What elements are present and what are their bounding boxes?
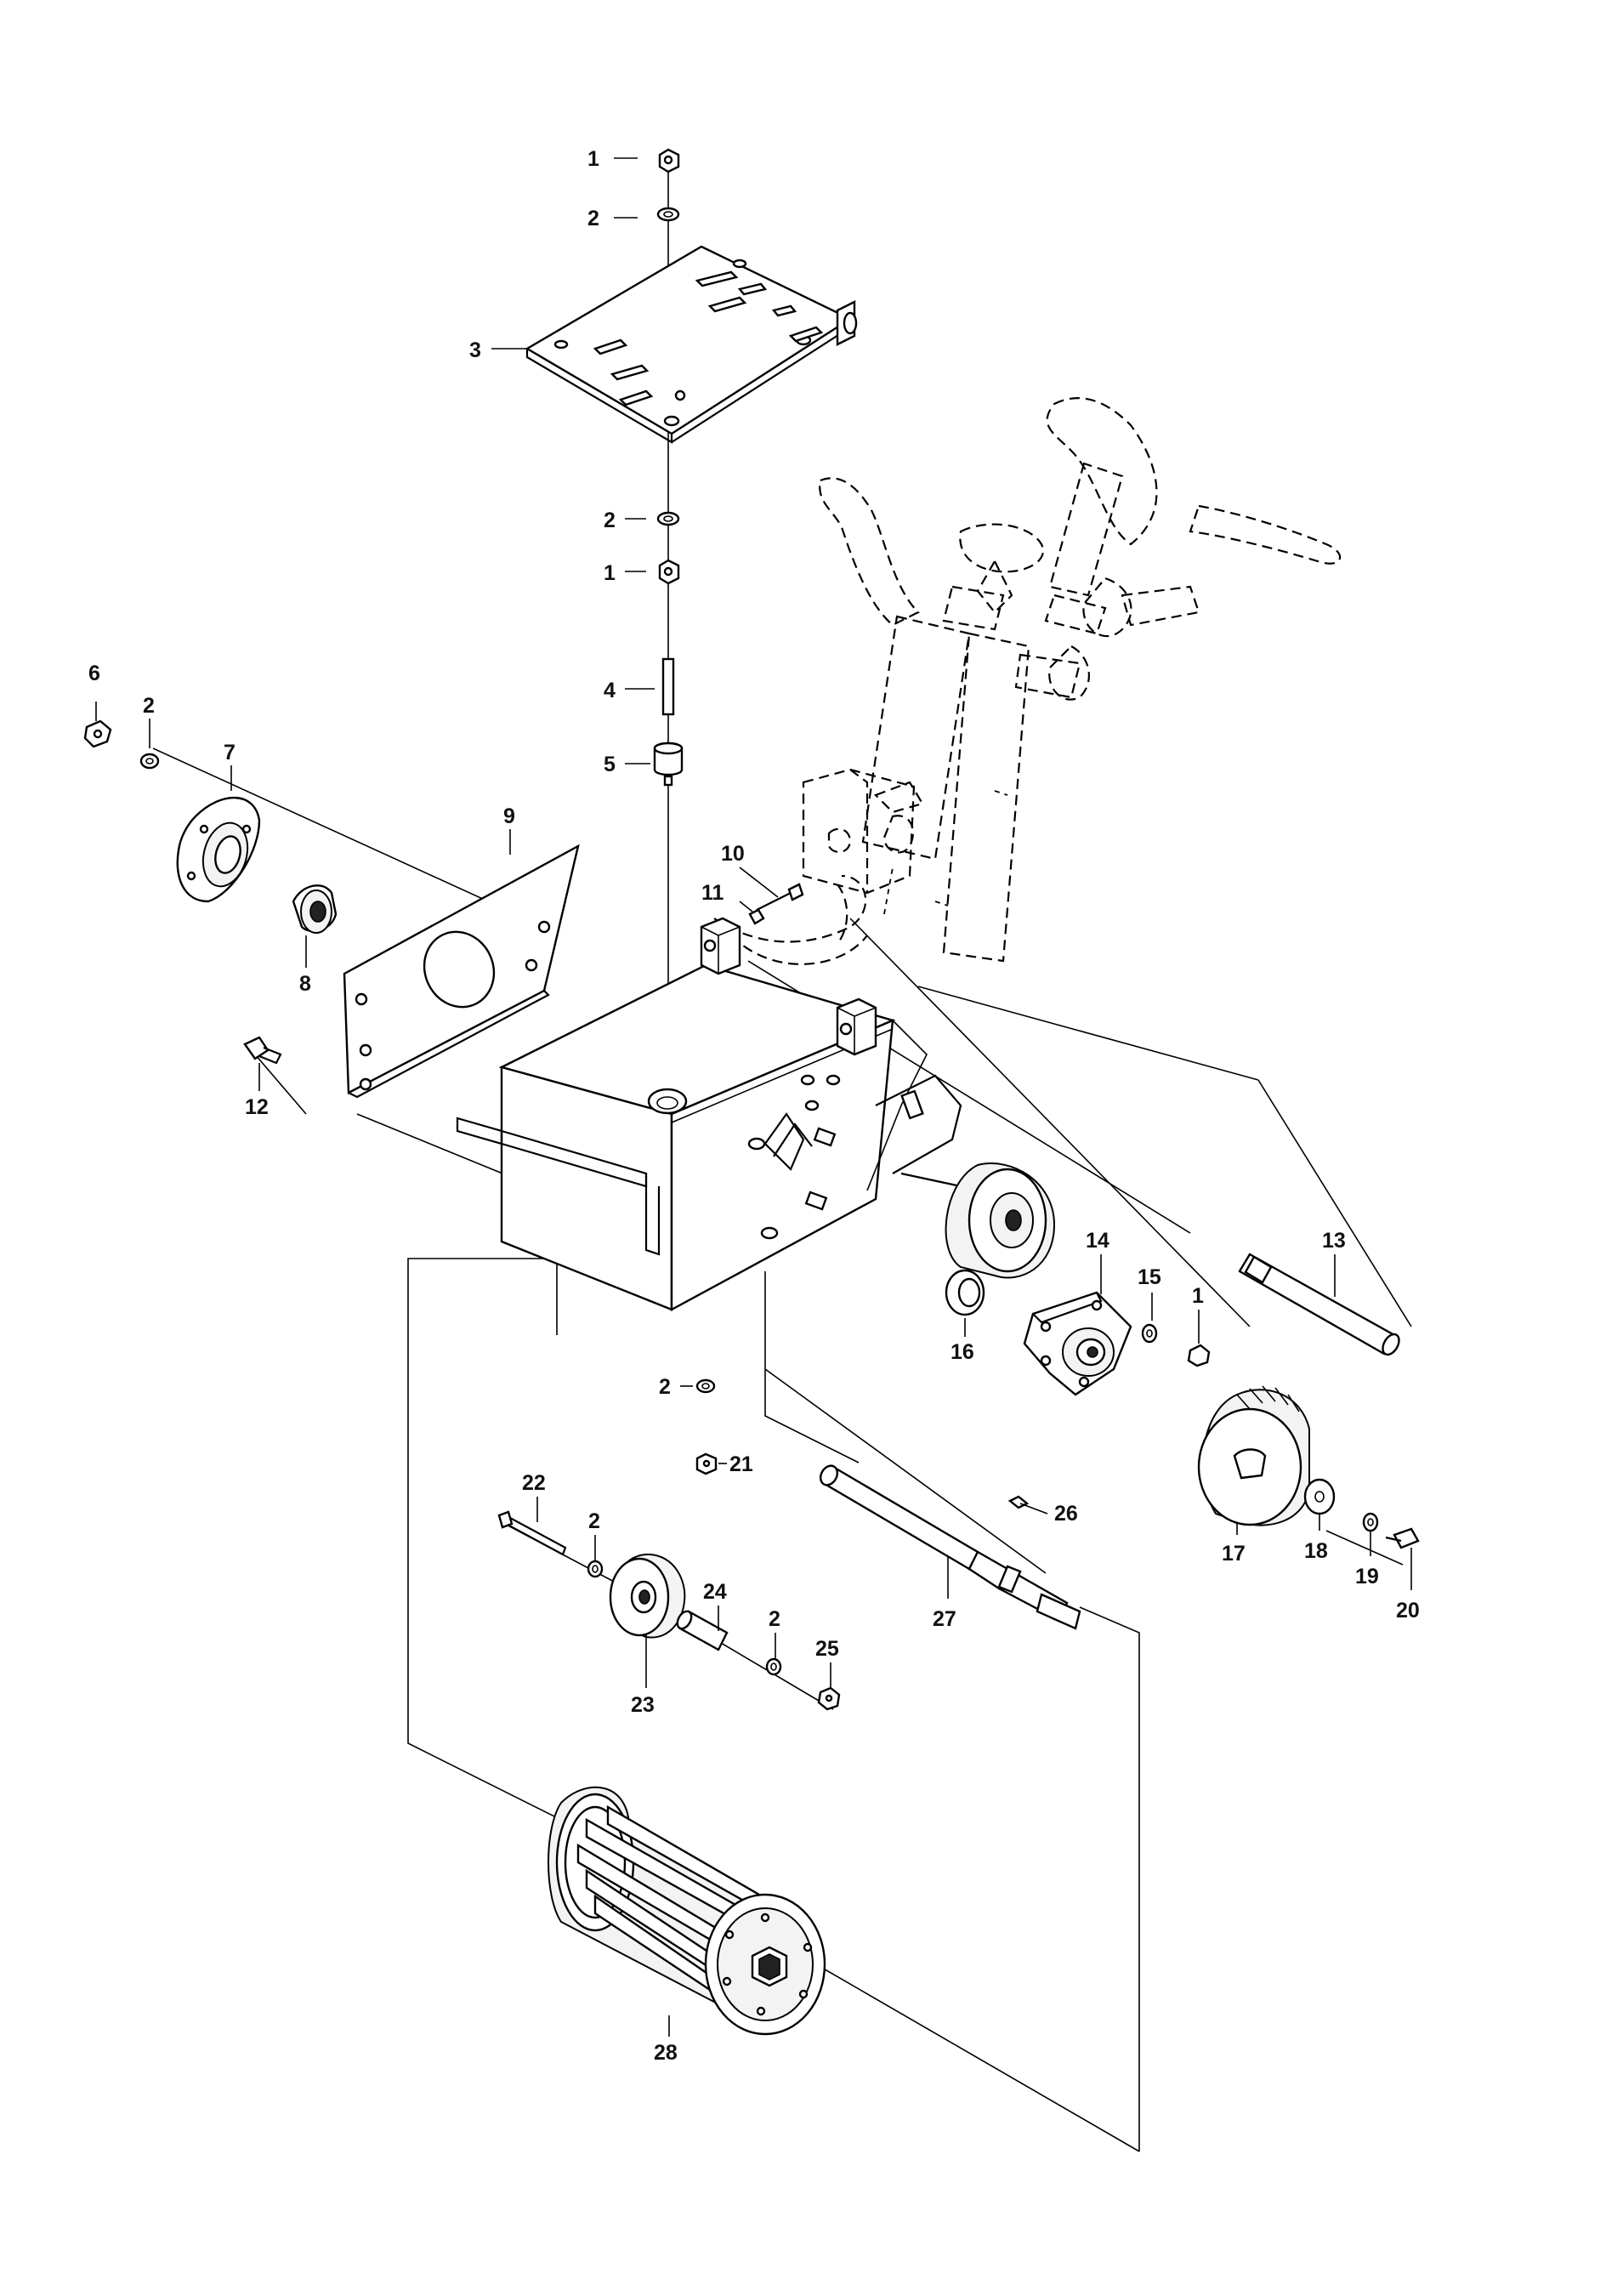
callout-10: 10 xyxy=(721,842,745,866)
part-17-drum xyxy=(1197,1385,1310,1526)
part-2-washer-roller xyxy=(587,1560,604,1578)
mounting-blocks xyxy=(700,917,877,1056)
handle-assembly-outline xyxy=(713,397,1342,965)
callout-2: 2 xyxy=(604,509,616,532)
callout-1: 1 xyxy=(1192,1284,1204,1308)
callout-7: 7 xyxy=(224,741,236,764)
callout-19: 19 xyxy=(1355,1565,1379,1588)
part-25-nut xyxy=(817,1686,841,1711)
callout-21: 21 xyxy=(729,1452,753,1476)
callout-6: 6 xyxy=(88,662,100,685)
part-14-bearing-housing xyxy=(1023,1291,1132,1396)
callout-13: 13 xyxy=(1322,1229,1346,1253)
part-4-stud xyxy=(661,657,675,716)
box-housing xyxy=(456,963,962,1312)
callout-28: 28 xyxy=(654,2041,678,2065)
callout-26: 26 xyxy=(1054,1502,1078,1526)
callout-16: 16 xyxy=(951,1340,974,1364)
part-6-nut xyxy=(83,719,112,748)
part-1-nut-mid xyxy=(658,559,680,585)
callout-2: 2 xyxy=(769,1607,780,1631)
callout-11: 11 xyxy=(701,881,724,905)
callout-14: 14 xyxy=(1086,1229,1109,1253)
callout-17: 17 xyxy=(1222,1542,1246,1566)
part-7-flange xyxy=(176,796,261,903)
part-2-washer-mid xyxy=(656,511,680,526)
part-2-washer-top xyxy=(656,207,680,222)
part-19-washer xyxy=(1362,1512,1379,1532)
callout-leader-lines xyxy=(95,157,1412,2037)
part-20-bolt xyxy=(1385,1527,1420,1549)
part-27-shaft xyxy=(819,1464,1081,1630)
callout-2: 2 xyxy=(587,207,599,230)
part-1-nut-top xyxy=(658,148,680,173)
callout-1: 1 xyxy=(604,561,616,585)
part-24-spacer xyxy=(676,1610,729,1651)
part-10-bolt xyxy=(756,883,804,911)
callout-1: 1 xyxy=(587,147,599,171)
part-12-bolt xyxy=(243,1036,282,1065)
part-1-nut-right xyxy=(1187,1344,1211,1367)
callout-25: 25 xyxy=(815,1637,839,1661)
part-26-key xyxy=(1007,1495,1030,1509)
callout-18: 18 xyxy=(1304,1539,1328,1563)
part-21-nut xyxy=(695,1452,718,1475)
callout-2: 2 xyxy=(588,1509,600,1533)
callout-24: 24 xyxy=(703,1580,727,1604)
callout-2: 2 xyxy=(659,1375,671,1399)
part-11-washer xyxy=(748,908,765,925)
part-28-cage-roller xyxy=(548,1786,826,2036)
callout-2: 2 xyxy=(143,694,155,718)
callout-labels: 1 2 3 2 1 4 5 6 2 7 8 9 10 11 12 13 14 1… xyxy=(88,147,1420,2065)
callout-22: 22 xyxy=(522,1471,546,1495)
callout-4: 4 xyxy=(604,679,616,702)
callout-3: 3 xyxy=(469,338,481,362)
part-2-washer-lower xyxy=(695,1378,716,1394)
callout-8: 8 xyxy=(299,972,311,996)
part-5-mount xyxy=(653,742,684,787)
callout-15: 15 xyxy=(1138,1265,1161,1289)
callout-23: 23 xyxy=(631,1693,655,1717)
callout-27: 27 xyxy=(933,1607,956,1631)
rear-wheel xyxy=(900,1162,1056,1279)
part-3-mount-plate xyxy=(525,245,858,444)
part-15-washer xyxy=(1141,1323,1158,1344)
part-9-side-plate xyxy=(343,844,580,1099)
part-22-bolt xyxy=(497,1510,567,1556)
part-18-washer xyxy=(1303,1478,1336,1515)
callout-20: 20 xyxy=(1396,1599,1420,1623)
part-2-washer-spacer xyxy=(765,1657,782,1676)
part-16-ring xyxy=(945,1269,985,1316)
callout-12: 12 xyxy=(245,1095,269,1119)
part-13-axle xyxy=(1238,1253,1400,1356)
part-23-roller xyxy=(609,1553,686,1639)
callout-9: 9 xyxy=(503,804,515,828)
callout-5: 5 xyxy=(604,753,616,776)
part-8-bearing xyxy=(292,884,338,934)
part-2-washer-left xyxy=(139,753,160,770)
